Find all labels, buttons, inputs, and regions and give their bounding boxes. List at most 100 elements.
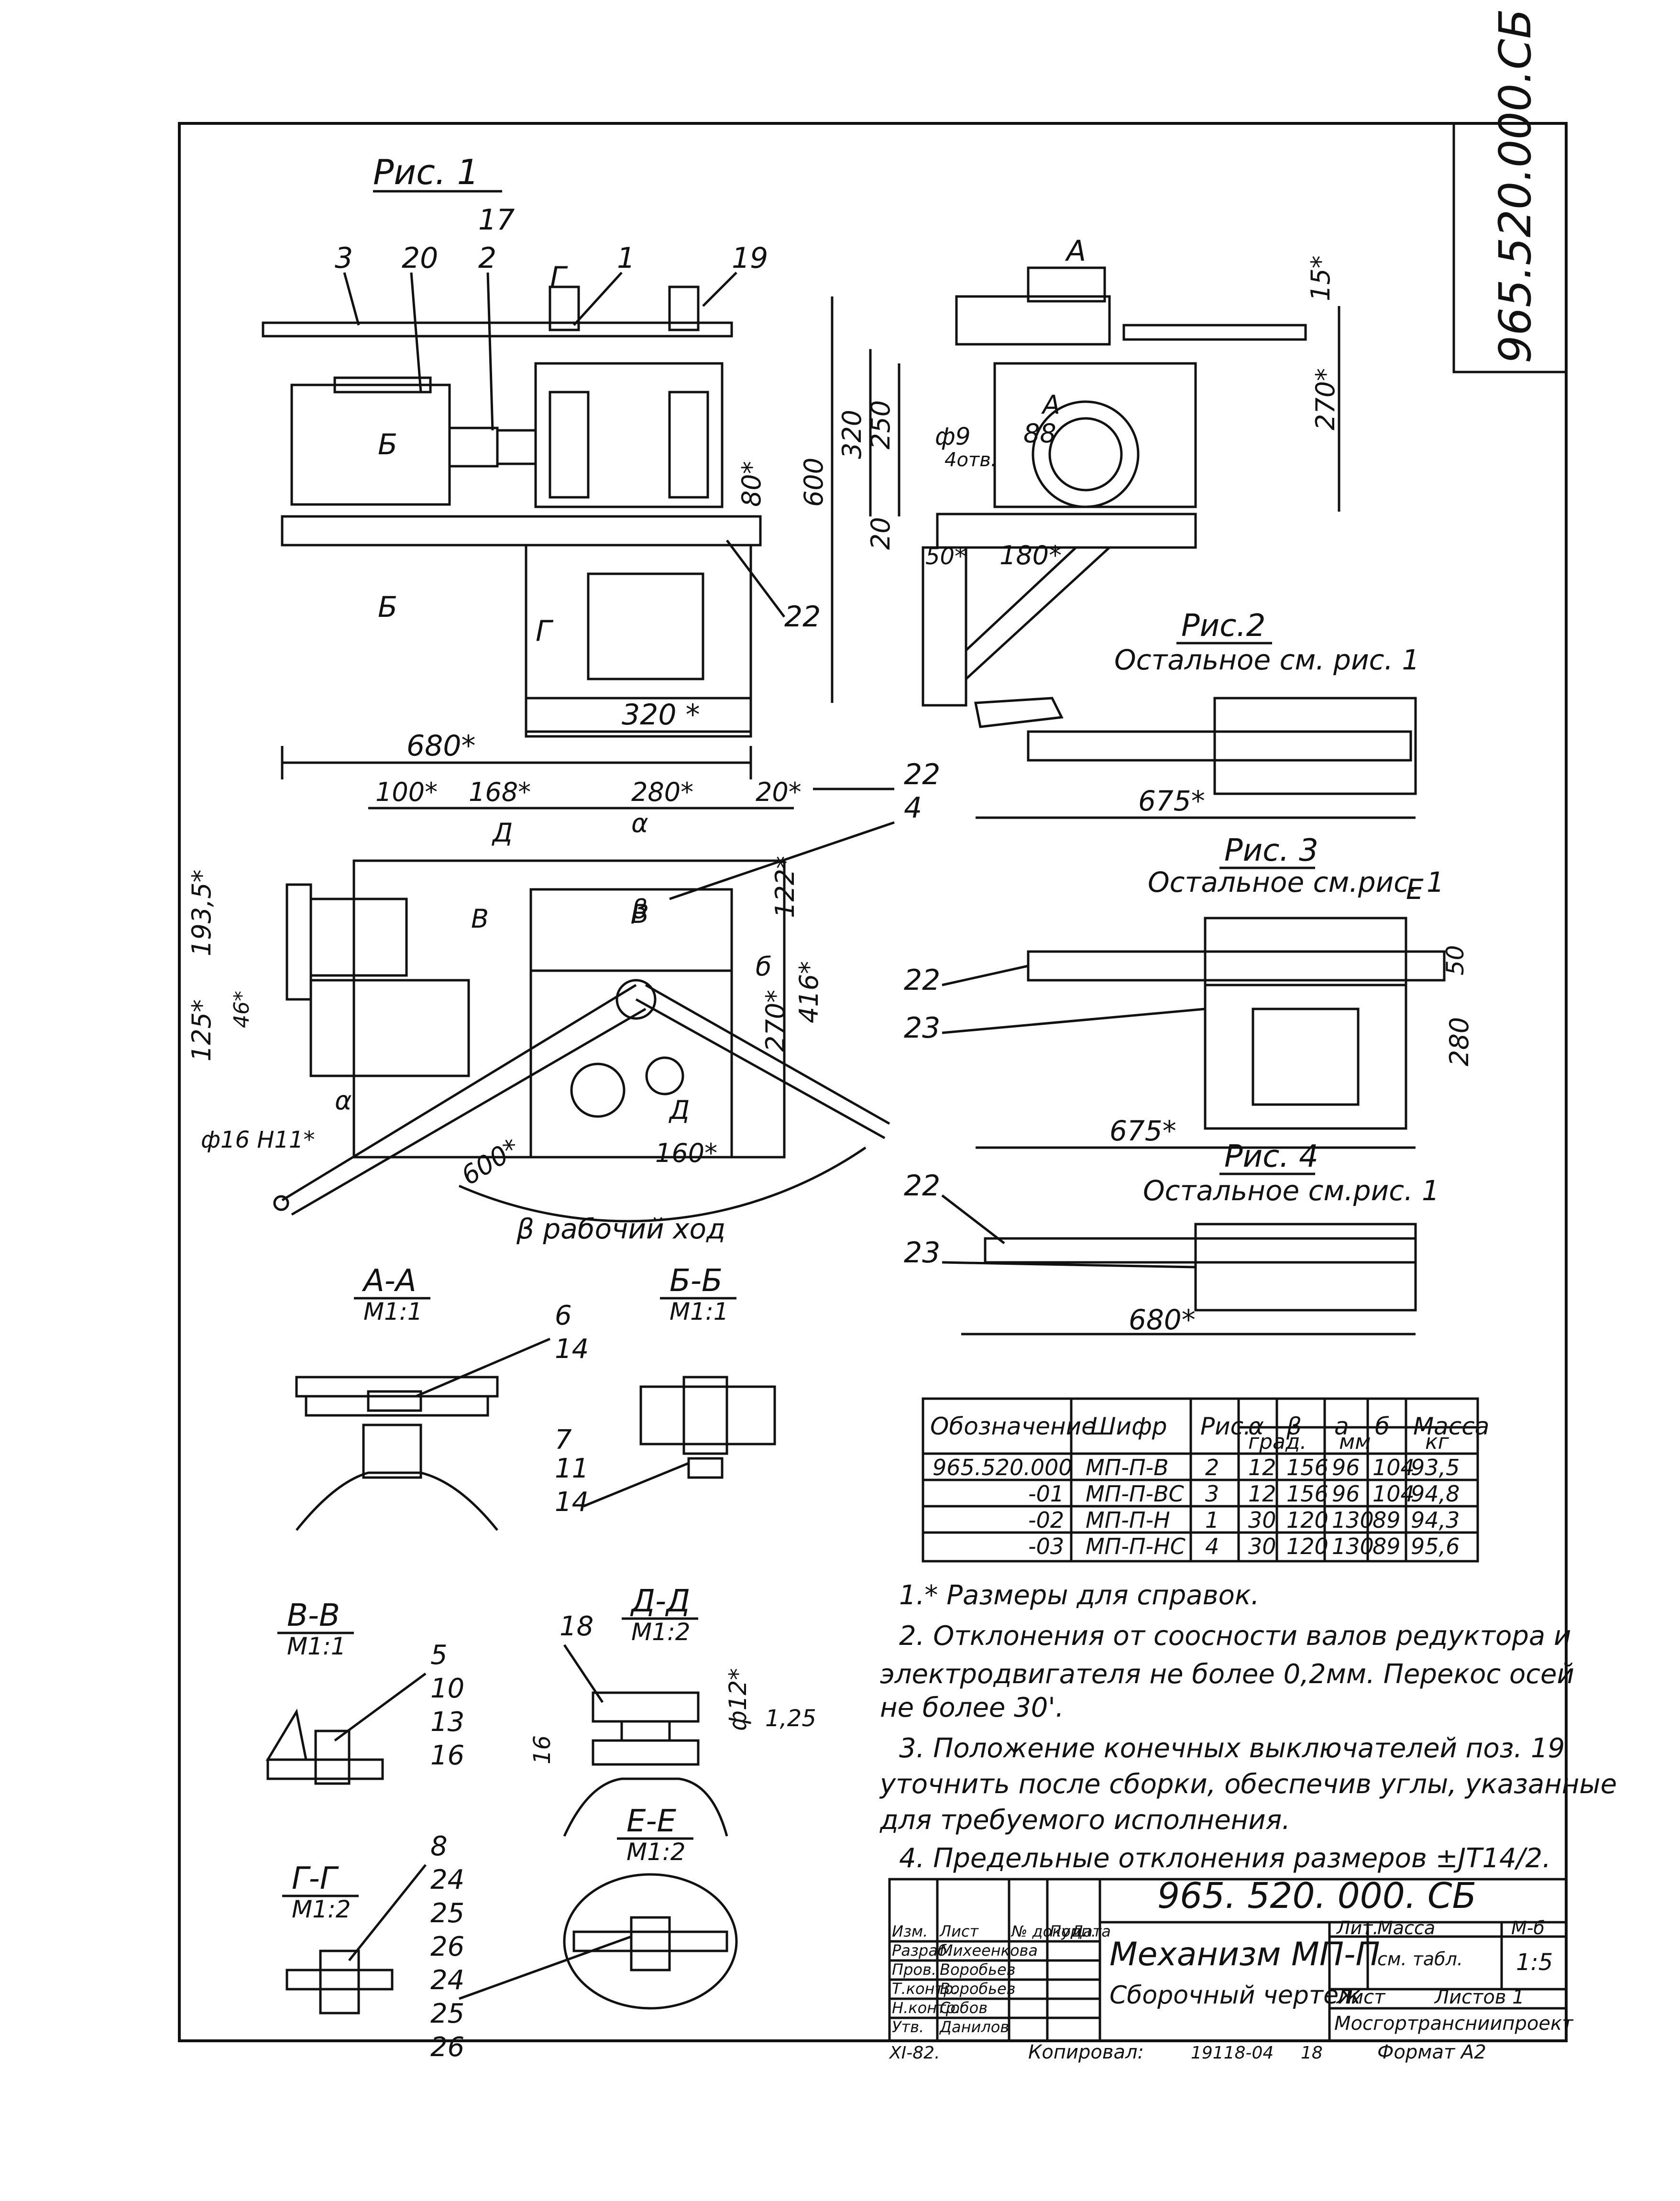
svg-text:Б: Б [378,591,397,624]
note-line: электродвигателя не более 0,2мм. Перекос… [880,1659,1574,1690]
spec-cell: 94,8 [1411,1481,1460,1507]
tb-person: Пров. [892,1960,936,1979]
spec-cell: 130 [1332,1533,1374,1559]
svg-text:Г: Г [536,614,554,648]
svg-text:Рис. 4: Рис. 4 [1224,1139,1318,1174]
svg-text:11: 11 [555,1453,589,1484]
tb-name: Механизм МП-П [1109,1936,1380,1973]
note-line: уточнить после сборки, обеспечив углы, у… [879,1769,1617,1800]
svg-text:16: 16 [430,1740,464,1771]
spec-cell: -01 [1028,1481,1064,1507]
tb-person: Данилов [939,2018,1009,2036]
tb-sheetnum: 18 [1301,2043,1323,2063]
tb-scale-val: 1:5 [1516,1949,1553,1976]
spec-subheader: мм [1339,1430,1371,1454]
svg-text:46*: 46* [230,991,254,1028]
svg-text:125*: 125* [187,999,217,1062]
spec-cell: 89 [1373,1507,1401,1533]
notes-block: 1.* Размеры для справок.2. Отклонения от… [879,1580,1617,1874]
svg-text:193,5*: 193,5* [187,869,217,956]
note-line: для требуемого исполнения. [879,1805,1290,1836]
tb-person: № докум. [1010,1922,1087,1940]
svg-text:3: 3 [335,241,353,275]
tb-code: 965. 520. 000. СБ [1157,1875,1476,1916]
top-code-text: 965.520.000.СБ [1490,9,1541,363]
svg-text:270*: 270* [760,990,791,1052]
svg-text:10: 10 [430,1673,464,1704]
svg-text:Д-Д: Д-Д [630,1584,690,1619]
note-line: 3. Положение конечных выключателей поз. … [899,1733,1565,1764]
svg-text:В: В [471,904,489,934]
svg-text:8: 8 [430,1831,448,1862]
svg-text:Остальное см.рис. 1: Остальное см.рис. 1 [1148,866,1444,898]
svg-text:19: 19 [732,241,768,275]
svg-text:ф12*: ф12* [724,1668,752,1731]
svg-text:β рабочий ход: β рабочий ход [516,1213,725,1245]
spec-subheader: кг [1425,1430,1449,1454]
svg-text:Остальное см. рис. 1: Остальное см. рис. 1 [1114,644,1419,676]
spec-cell: 12 [1248,1455,1276,1480]
svg-text:М1:2: М1:2 [631,1618,691,1646]
svg-text:Остальное см.рис. 1: Остальное см.рис. 1 [1143,1174,1439,1207]
svg-text:14: 14 [555,1487,589,1518]
spec-cell: 156 [1286,1455,1329,1480]
tb-format: Формат А2 [1377,2041,1486,2063]
svg-text:А: А [1065,234,1086,268]
svg-text:М1:1: М1:1 [670,1298,729,1325]
spec-header: α [1248,1413,1264,1440]
svg-text:Д: Д [669,1095,690,1125]
svg-text:1: 1 [617,241,635,275]
spec-cell: 2 [1205,1455,1219,1480]
spec-header: Масса [1413,1413,1489,1440]
spec-header: β [1286,1413,1302,1440]
svg-text:320 *: 320 * [622,698,700,732]
svg-text:Рис. 3: Рис. 3 [1224,833,1318,868]
spec-cell: -02 [1028,1507,1064,1533]
note-line: не более 30'. [880,1692,1064,1723]
spec-cell: МП-П-НС [1086,1533,1186,1559]
svg-text:4: 4 [904,791,922,825]
svg-text:23: 23 [904,1011,940,1045]
svg-text:680*: 680* [406,729,476,763]
svg-text:25: 25 [430,1898,464,1929]
tb-person: Воробьев [940,1960,1016,1979]
svg-text:А-А: А-А [362,1263,417,1299]
svg-text:20: 20 [402,241,438,275]
fig2-view: Рис.2 Остальное см. рис. 1 675* [974,608,1419,819]
tb-mass-val: см. табл. [1377,1949,1463,1970]
svg-text:26: 26 [430,2032,464,2063]
spec-cell: 30 [1248,1507,1276,1533]
svg-text:М1:1: М1:1 [363,1298,423,1325]
svg-text:В: В [631,899,649,929]
svg-text:22: 22 [904,1169,940,1203]
tb-footer-left: XI-82. [889,2043,940,2063]
svg-text:80*: 80* [736,461,767,507]
spec-header: Обозначение [930,1413,1096,1440]
svg-text:Г-Г: Г-Г [292,1861,339,1896]
spec-cell: 120 [1286,1533,1329,1559]
svg-text:280: 280 [1444,1017,1474,1066]
svg-text:М1:1: М1:1 [287,1632,346,1660]
spec-cell: 3 [1205,1481,1219,1507]
spec-cell: 89 [1373,1533,1401,1559]
svg-text:100*: 100* [375,777,438,807]
svg-text:Е: Е [1406,873,1424,906]
spec-table [922,1397,1479,1563]
svg-text:320: 320 [837,410,867,459]
spec-cell: 12 [1248,1481,1276,1507]
svg-text:23: 23 [904,1236,940,1270]
spec-cell: 104 [1373,1455,1415,1480]
tb-person: Подп. [1050,1922,1096,1940]
svg-text:В-В: В-В [287,1598,340,1633]
svg-text:22: 22 [784,600,821,634]
spec-header: б [1375,1413,1390,1440]
spec-subheader: град. [1248,1430,1307,1454]
svg-text:2: 2 [478,241,496,275]
note-line: 2. Отклонения от соосности валов редукто… [899,1621,1571,1652]
spec-cell: 130 [1332,1507,1374,1533]
spec-cell: 95,6 [1411,1533,1460,1559]
svg-text:122*: 122* [770,856,800,918]
svg-text:Б-Б: Б-Б [670,1263,723,1299]
spec-cell: 96 [1332,1455,1360,1480]
